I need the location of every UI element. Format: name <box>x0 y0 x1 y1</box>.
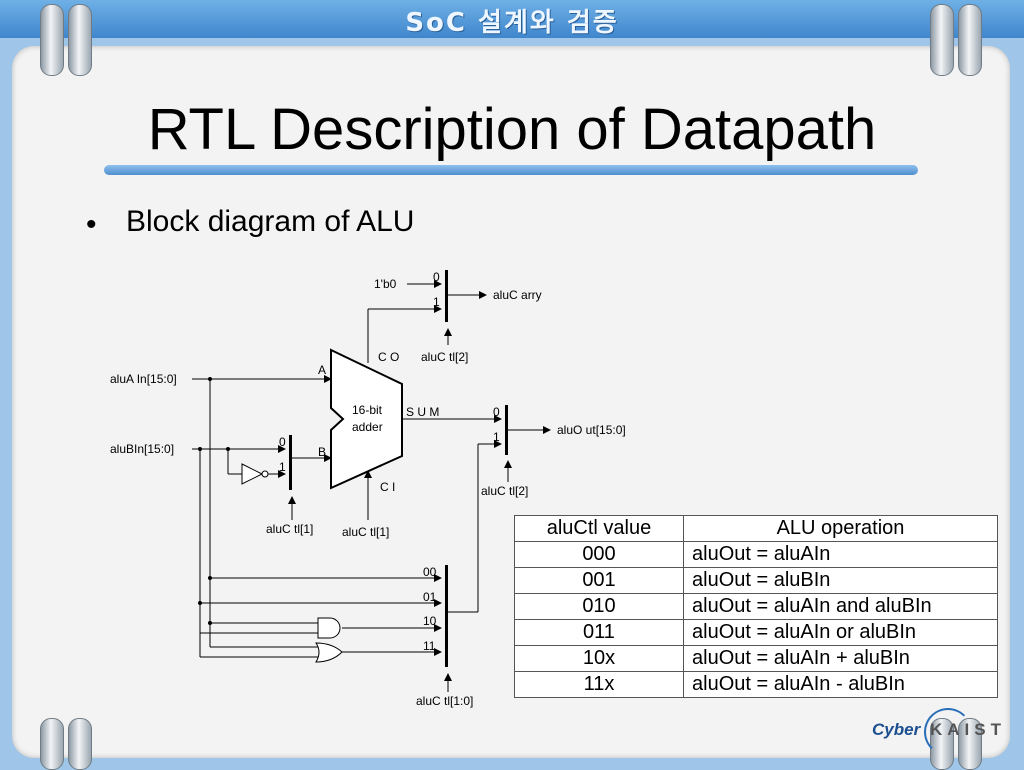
carry-mux-in1: 1 <box>433 295 440 309</box>
adder-text-line1: 16-bit <box>352 403 383 417</box>
adder-b-label: B <box>318 445 326 459</box>
table-cell: aluOut = aluBIn <box>683 567 998 594</box>
op-mux-in01: 01 <box>423 590 437 604</box>
out-mux-sel: aluC tl[2] <box>481 484 528 498</box>
table-row: 11x aluOut = aluAIn - aluBIn <box>514 671 998 698</box>
binder-ring-icon <box>68 718 92 770</box>
binder-ring-icon <box>958 4 982 76</box>
title-underline <box>104 165 918 175</box>
adder-ci-label: C I <box>380 480 395 494</box>
b-mux-in1: 1 <box>279 460 286 474</box>
adder-text-line2: adder <box>352 420 383 434</box>
header-banner: SoC 설계와 검증 <box>0 0 1024 38</box>
table-cell: 010 <box>514 593 684 620</box>
carry-out-label: aluC arry <box>493 288 542 302</box>
table-header: ALU operation <box>683 515 998 542</box>
binder-ring-icon <box>40 4 64 76</box>
b-select-mux <box>289 435 292 490</box>
table-cell: 000 <box>514 541 684 568</box>
table-header-row: aluCtl value ALU operation <box>514 515 998 542</box>
table-row: 000 aluOut = aluAIn <box>514 541 998 568</box>
table-row: 001 aluOut = aluBIn <box>514 567 998 594</box>
op-mux-in00: 00 <box>423 565 437 579</box>
adder-a-label: A <box>318 363 326 377</box>
or-gate <box>315 642 343 663</box>
bullet-icon: • <box>86 208 97 241</box>
alu-b-input-label: aluBIn[15:0] <box>110 442 174 456</box>
binder-ring-icon <box>930 4 954 76</box>
table-cell: 11x <box>514 671 684 698</box>
op-mux-in10: 10 <box>423 614 437 628</box>
inverter-gate <box>241 463 264 485</box>
table-row: 010 aluOut = aluAIn and aluBIn <box>514 593 998 620</box>
logo-kaist-text: KAIST <box>930 720 1006 739</box>
table-cell: 001 <box>514 567 684 594</box>
table-row: 011 aluOut = aluAIn or aluBIn <box>514 619 998 646</box>
out-mux-in1: 1 <box>493 430 500 444</box>
adder-co-label: C O <box>378 350 399 364</box>
carry-mux <box>445 270 448 322</box>
adder-block <box>330 348 403 490</box>
table-header: aluCtl value <box>514 515 684 542</box>
op-mux-in11: 11 <box>423 639 436 653</box>
slide-title: RTL Description of Datapath <box>147 97 877 162</box>
carry-mux-sel: aluC tl[2] <box>421 350 468 364</box>
table-cell: aluOut = aluAIn and aluBIn <box>683 593 998 620</box>
logo-cyber-text: Cyber <box>872 720 921 739</box>
table-cell: aluOut = aluAIn + aluBIn <box>683 645 998 672</box>
binder-ring-icon <box>68 4 92 76</box>
output-mux <box>505 405 508 455</box>
ci-sel-label: aluC tl[1] <box>342 525 389 539</box>
const-zero-label: 1'b0 <box>374 277 397 291</box>
table-cell: aluOut = aluAIn or aluBIn <box>683 619 998 646</box>
carry-mux-in0: 0 <box>433 270 440 284</box>
table-row: 10x aluOut = aluAIn + aluBIn <box>514 645 998 672</box>
table-cell: aluOut = aluAIn - aluBIn <box>683 671 998 698</box>
logo-swoosh-icon <box>924 708 972 756</box>
b-mux-in0: 0 <box>279 435 286 449</box>
and-gate <box>317 617 341 639</box>
table-cell: aluOut = aluAIn <box>683 541 998 568</box>
bullet-text: Block diagram of ALU <box>126 205 415 238</box>
header-title: SoC 설계와 검증 <box>405 8 619 38</box>
adder-sum-label: S U M <box>406 405 439 419</box>
alu-out-label: aluO ut[15:0] <box>557 423 626 437</box>
out-mux-in0: 0 <box>493 405 500 419</box>
operation-mux <box>445 565 448 667</box>
cyber-kaist-logo: Cyber KAIST <box>868 706 1008 756</box>
alu-a-input-label: aluA In[15:0] <box>110 372 177 386</box>
b-mux-sel: aluC tl[1] <box>266 522 313 536</box>
table-cell: 011 <box>514 619 684 646</box>
table-cell: 10x <box>514 645 684 672</box>
alu-operation-table: aluCtl value ALU operation 000 aluOut = … <box>514 515 998 698</box>
op-mux-sel: aluC tl[1:0] <box>416 694 473 708</box>
